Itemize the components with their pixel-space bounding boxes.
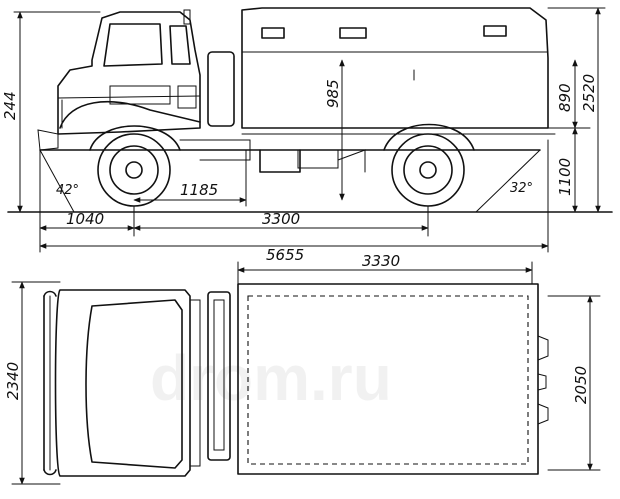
dim-approach-angle: 42°	[56, 183, 79, 198]
dim-overall-length: 5655	[266, 246, 304, 264]
dim-body-length: 3330	[362, 252, 400, 270]
hood-panel	[109, 85, 171, 105]
cargo-body	[241, 7, 556, 135]
chassis	[37, 129, 541, 173]
departure-line	[475, 149, 541, 213]
dim-wheelbase: 3300	[262, 210, 300, 228]
dim-body-width: 2050	[572, 366, 590, 404]
watermark-text: drom.ru	[150, 342, 392, 414]
canopy-window-3	[483, 25, 507, 37]
dim-canopy-height: 890	[556, 83, 574, 112]
side-view: 244 985 890 1100 2520 42° 32° 1185 1040 …	[1, 7, 613, 264]
dim-ground-clearance: 1100	[556, 158, 574, 196]
cab-window-front	[103, 23, 163, 67]
dim-overall-height: 2520	[580, 74, 598, 112]
dim-cab-height: 244	[1, 91, 19, 120]
front-wheel	[89, 125, 181, 207]
cab	[57, 9, 201, 135]
top-view: 3330 2340 2050	[4, 252, 601, 485]
dim-overall-width: 2340	[4, 362, 22, 400]
spare-tank	[207, 51, 235, 127]
top-spare	[207, 291, 231, 461]
rear-wheel	[383, 123, 475, 207]
approach-line	[39, 149, 75, 213]
top-cargo-body	[237, 283, 539, 475]
top-cab-roof	[85, 299, 183, 469]
watermark: drom.ru	[150, 342, 392, 414]
dim-departure-angle: 32°	[510, 181, 533, 196]
top-cab	[54, 289, 191, 477]
front-bumper	[37, 129, 59, 151]
cab-window-side	[169, 25, 191, 65]
dim-cab-offset: 1185	[180, 181, 218, 199]
canopy-window-1	[261, 27, 285, 39]
dim-upper-height: 985	[324, 79, 342, 108]
top-canopy-outline	[247, 295, 529, 465]
canopy-window-2	[339, 27, 367, 39]
dim-front-overhang: 1040	[66, 210, 104, 228]
